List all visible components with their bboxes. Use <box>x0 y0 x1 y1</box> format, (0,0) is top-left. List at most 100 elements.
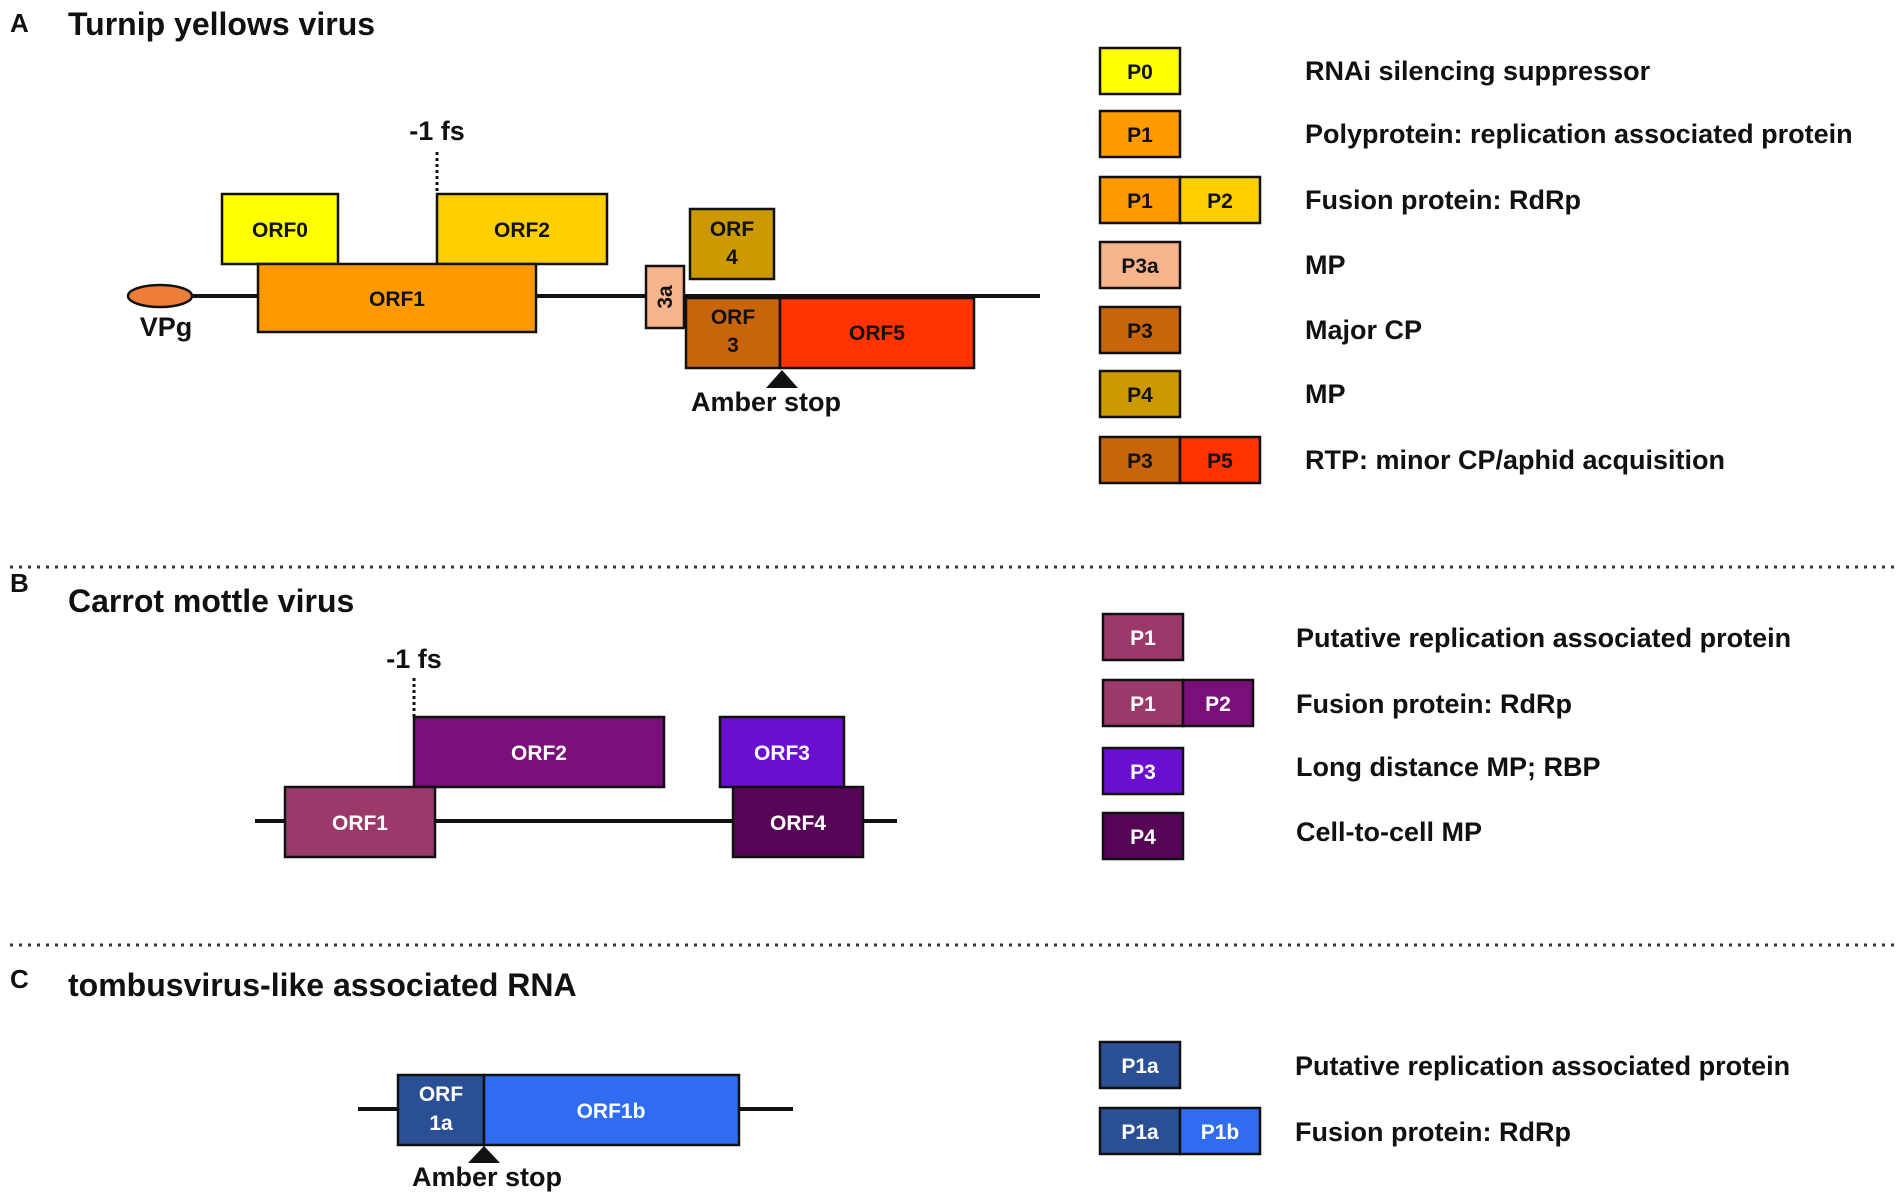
legend-b-row-2-box-2 <box>1181 678 1255 728</box>
legend-b-row-3-text: Long distance MP; RBP <box>1296 752 1601 782</box>
panel-c: C tombusvirus-like associated RNA ORF 1a… <box>10 964 1790 1192</box>
legend-a-row-7-text: RTP: minor CP/aphid acquisition <box>1305 445 1725 475</box>
legend-a-row-6: P4 MP <box>1098 369 1346 419</box>
legend-a-row-2-box-1-label: P1 <box>1127 124 1153 147</box>
orf1b-label: ORF1b <box>577 1100 646 1123</box>
orf1-box-a <box>256 262 538 334</box>
legend-c-row-2-box-2-label: P1b <box>1201 1121 1240 1144</box>
legend-a-row-1-box-1 <box>1098 46 1182 96</box>
orf3a-label: 3a <box>654 285 677 309</box>
orf3-label-line1: ORF <box>711 306 756 329</box>
orf2-box-b <box>412 715 666 789</box>
legend-a-row-6-box-1 <box>1098 369 1182 419</box>
legend-b-row-2-box-1-label: P1 <box>1130 693 1156 716</box>
orf3-box-a <box>684 296 782 370</box>
legend-a-row-7-box-2-label: P5 <box>1207 450 1233 473</box>
legend-a-row-4-box-1 <box>1098 240 1182 290</box>
legend-b-row-1-box-1-label: P1 <box>1130 627 1156 650</box>
legend-c-row-1-box-1 <box>1098 1040 1182 1090</box>
legend-b-row-1-text: Putative replication associated protein <box>1296 623 1791 653</box>
legend-b-row-4-box-1 <box>1101 811 1185 861</box>
frameshift-label-a: -1 fs <box>409 116 465 146</box>
legend-c-row-2-text: Fusion protein: RdRp <box>1295 1117 1571 1147</box>
legend-a-row-5-box-1 <box>1098 305 1182 355</box>
orf1a-box <box>396 1073 486 1147</box>
legend-a-row-6-box-1-label: P4 <box>1127 384 1153 407</box>
legend-a-row-6-text: MP <box>1305 379 1346 409</box>
legend-a-row-4: P3a MP <box>1098 240 1346 290</box>
legend-a: P0 RNAi silencing suppressor P1 Polyprot… <box>1098 46 1853 485</box>
amber-stop-marker-a <box>766 370 798 388</box>
legend-b-row-1: P1 Putative replication associated prote… <box>1101 612 1791 662</box>
legend-c-row-2: P1a P1b Fusion protein: RdRp <box>1098 1106 1571 1156</box>
amber-stop-marker-c <box>468 1146 500 1163</box>
orf3a-box <box>644 264 686 330</box>
legend-a-row-7: P3 P5 RTP: minor CP/aphid acquisition <box>1098 435 1725 485</box>
legend-a-row-1-box-1-label: P0 <box>1127 61 1153 84</box>
legend-b-row-2: P1 P2 Fusion protein: RdRp <box>1101 678 1572 728</box>
frameshift-label-b: -1 fs <box>386 644 442 674</box>
orf1b-box <box>482 1073 741 1147</box>
legend-a-row-1-text: RNAi silencing suppressor <box>1305 56 1651 86</box>
vpg-icon <box>126 283 194 309</box>
legend-a-row-4-text: MP <box>1305 250 1346 280</box>
orf1-box-b <box>283 785 437 859</box>
legend-a-row-3-box-2 <box>1178 175 1262 225</box>
orf4-box-a <box>688 207 776 281</box>
legend-b-row-4-box-1-label: P4 <box>1130 826 1156 849</box>
legend-b: P1 Putative replication associated prote… <box>1101 612 1791 861</box>
orf3-label-line2: 3 <box>727 334 739 357</box>
panel-b: B Carrot mottle virus -1 fs ORF2 ORF1 OR… <box>10 568 1791 861</box>
legend-c-row-2-box-2 <box>1178 1106 1262 1156</box>
legend-a-row-1: P0 RNAi silencing suppressor <box>1098 46 1651 96</box>
panel-a-title: Turnip yellows virus <box>68 6 375 42</box>
legend-c-row-1-box-1-label: P1a <box>1121 1055 1159 1078</box>
legend-a-row-5-text: Major CP <box>1305 315 1422 345</box>
orf5-box <box>778 296 976 370</box>
panel-b-title: Carrot mottle virus <box>68 583 354 619</box>
legend-c-row-2-box-1-label: P1a <box>1121 1121 1159 1144</box>
legend-c: P1a Putative replication associated prot… <box>1098 1040 1790 1156</box>
legend-a-row-2: P1 Polyprotein: replication associated p… <box>1098 109 1853 159</box>
legend-a-row-7-box-1 <box>1098 435 1182 485</box>
legend-a-row-7-box-2 <box>1178 435 1262 485</box>
legend-a-row-3: P1 P2 Fusion protein: RdRp <box>1098 175 1581 225</box>
orf2-label-b: ORF2 <box>511 742 567 765</box>
orf2-label-a: ORF2 <box>494 219 550 242</box>
orf3-label-b: ORF3 <box>754 742 810 765</box>
orf4-label-b: ORF4 <box>770 812 826 835</box>
legend-b-row-3-box-1-label: P3 <box>1130 761 1156 784</box>
orf1-label-a: ORF1 <box>369 288 425 311</box>
orf0-box <box>220 192 340 266</box>
orf5-label: ORF5 <box>849 322 905 345</box>
legend-b-row-1-box-1 <box>1101 612 1185 662</box>
legend-a-row-3-text: Fusion protein: RdRp <box>1305 185 1581 215</box>
legend-a-row-2-box-1 <box>1098 109 1182 159</box>
legend-c-row-1-text: Putative replication associated protein <box>1295 1051 1790 1081</box>
orf0-label: ORF0 <box>252 219 308 242</box>
amber-stop-label-c: Amber stop <box>412 1162 562 1192</box>
panel-c-letter: C <box>10 964 29 994</box>
legend-b-row-3: P3 Long distance MP; RBP <box>1101 746 1601 796</box>
orf4-label-line1: ORF <box>710 218 755 241</box>
orf1a-label-line1: ORF <box>419 1083 464 1106</box>
orf1-label-b: ORF1 <box>332 812 388 835</box>
panel-c-title: tombusvirus-like associated RNA <box>68 967 577 1003</box>
legend-a-row-3-box-2-label: P2 <box>1207 190 1233 213</box>
orf3-box-b <box>718 715 846 789</box>
legend-c-row-1: P1a Putative replication associated prot… <box>1098 1040 1790 1090</box>
legend-b-row-4-text: Cell-to-cell MP <box>1296 817 1482 847</box>
panel-b-letter: B <box>10 568 29 598</box>
legend-a-row-4-box-1-label: P3a <box>1121 255 1159 278</box>
panel-a-letter: A <box>10 8 29 38</box>
legend-c-row-2-box-1 <box>1098 1106 1182 1156</box>
orf1a-label-line2: 1a <box>429 1112 453 1135</box>
legend-a-row-5: P3 Major CP <box>1098 305 1422 355</box>
legend-a-row-7-box-1-label: P3 <box>1127 450 1153 473</box>
legend-a-row-3-box-1-label: P1 <box>1127 190 1153 213</box>
legend-b-row-4: P4 Cell-to-cell MP <box>1101 811 1482 861</box>
legend-b-row-3-box-1 <box>1101 746 1185 796</box>
legend-a-row-5-box-1-label: P3 <box>1127 320 1153 343</box>
legend-b-row-2-text: Fusion protein: RdRp <box>1296 689 1572 719</box>
